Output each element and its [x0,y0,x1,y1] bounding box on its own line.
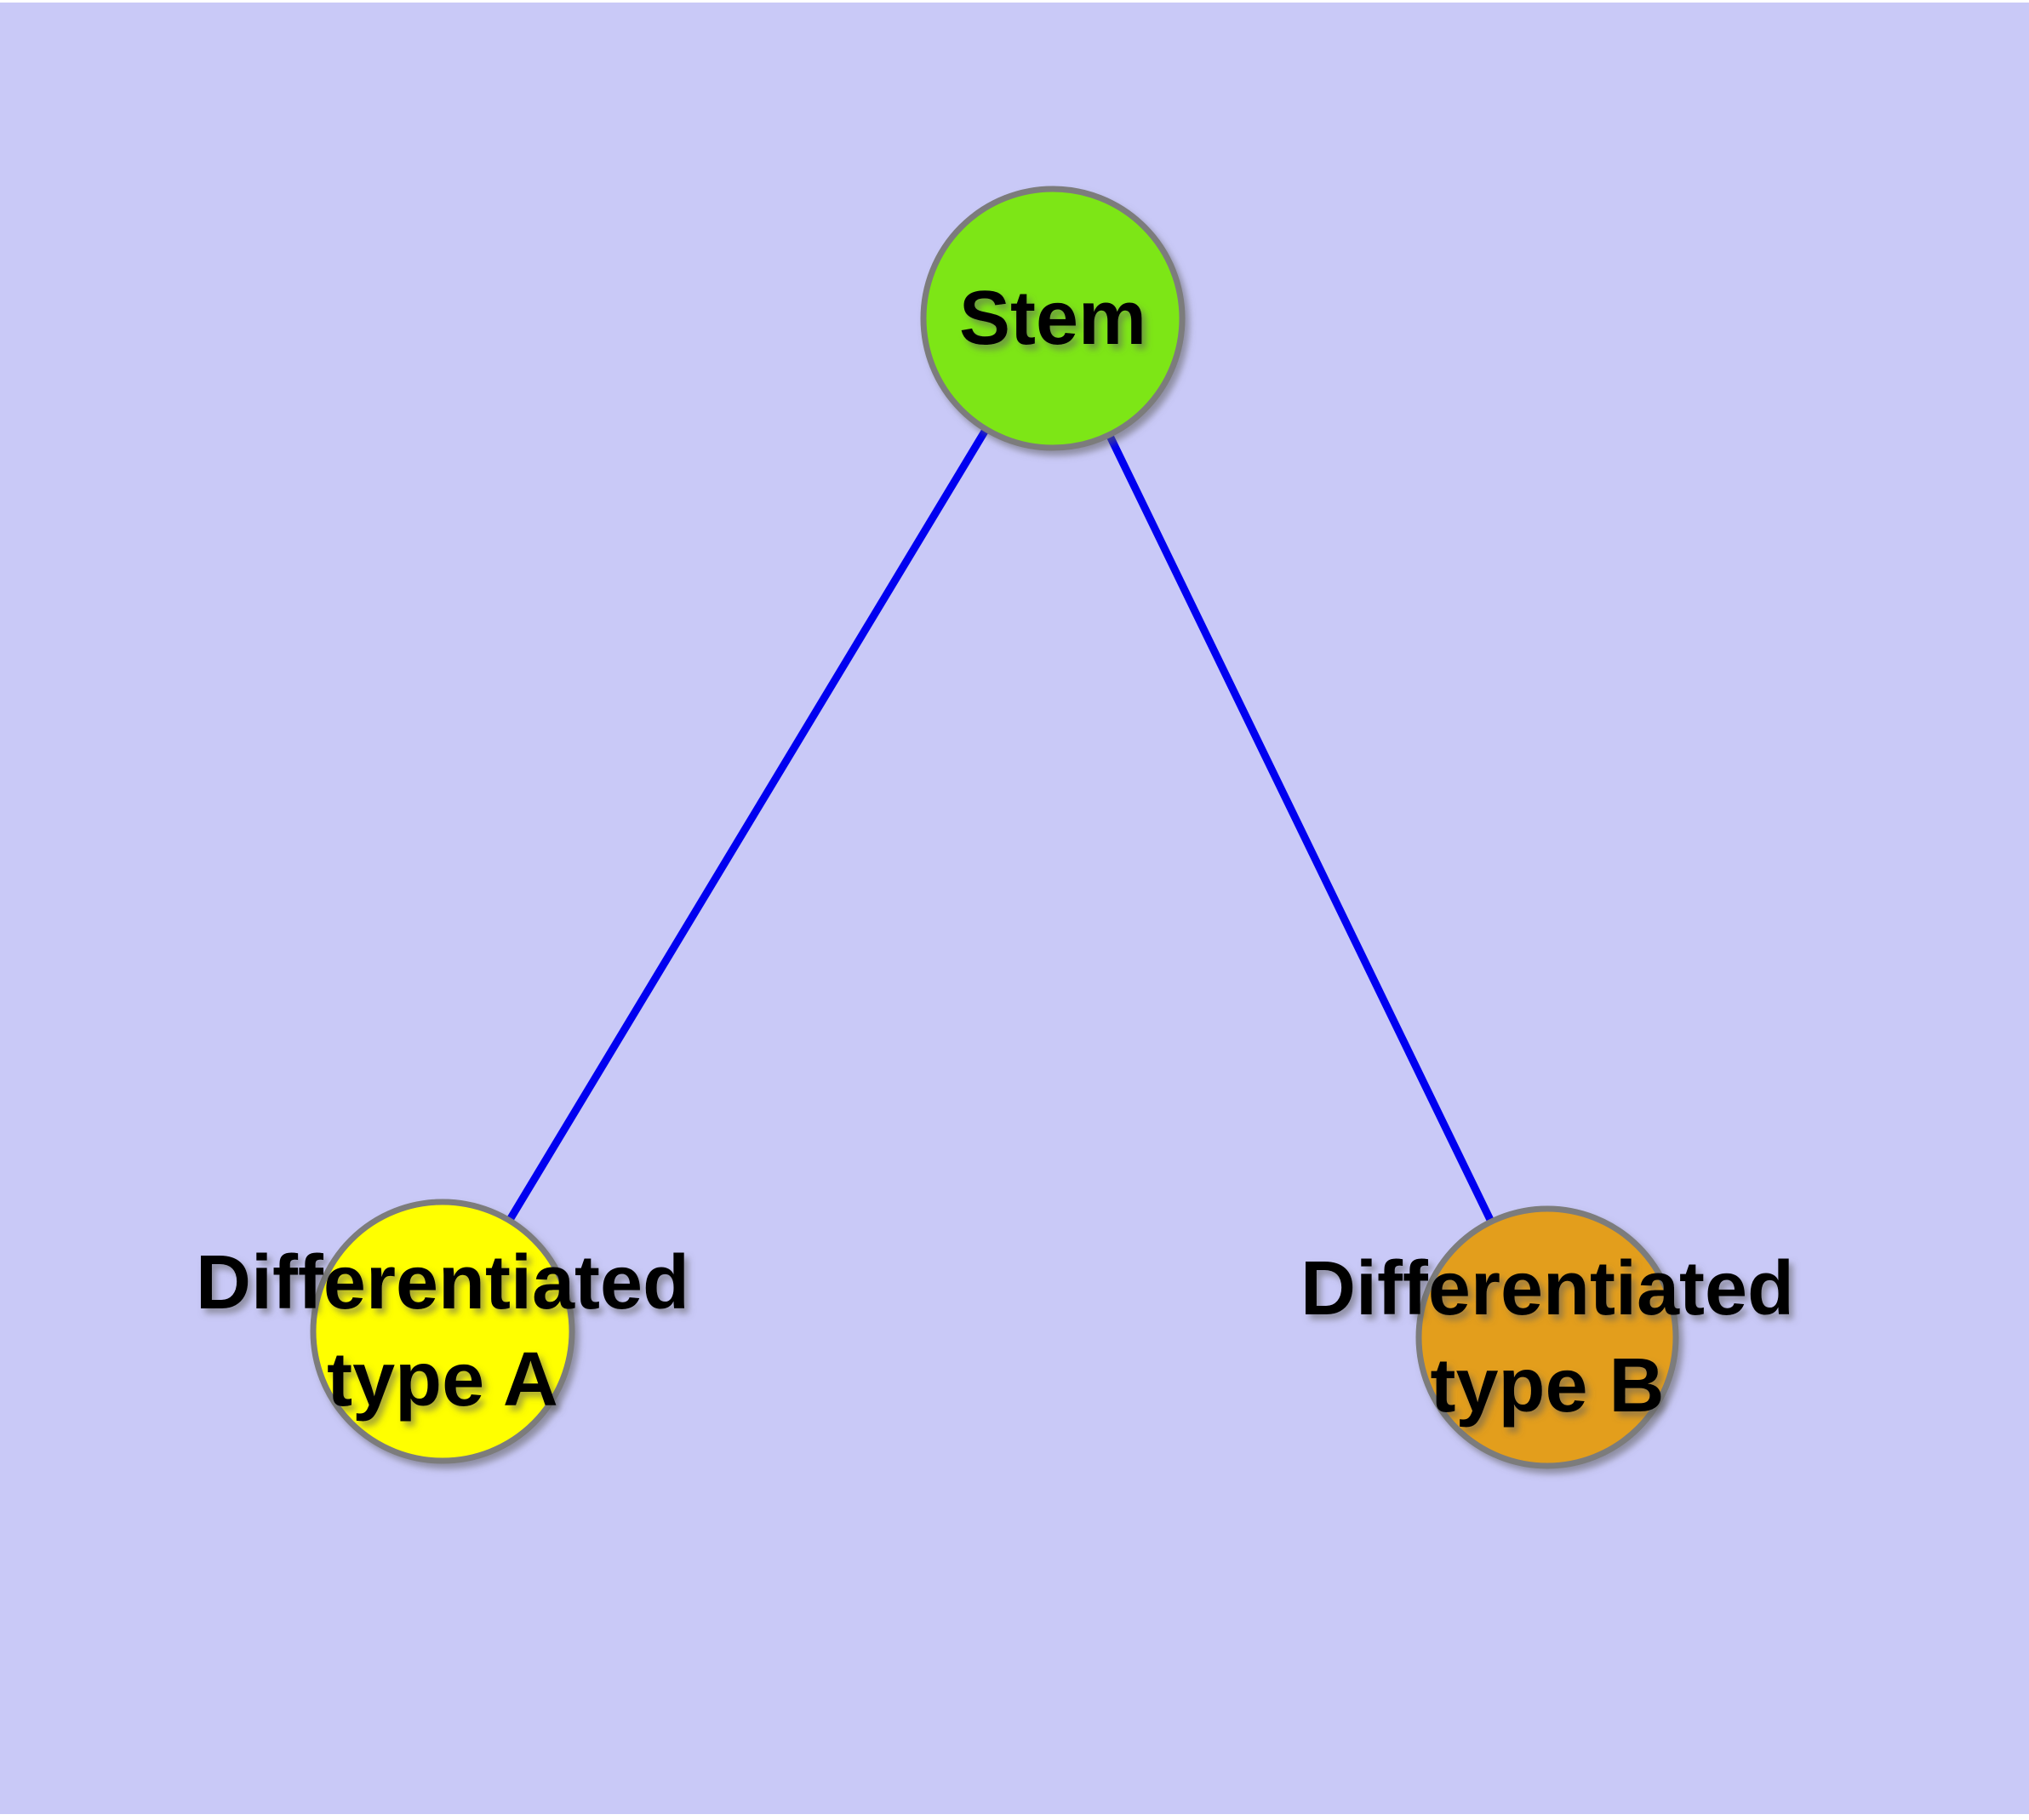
node-label-diff-a-line1: Differentiated [196,1240,689,1325]
node-label-diff-b-line1: Differentiated [1300,1246,1794,1331]
edge-stem-to-diff-b [1049,317,1552,1339]
node-stem [920,186,1186,451]
node-label-stem-line1: Stem [959,276,1146,361]
edge-stem-to-diff-a [439,316,1056,1334]
node-label-diff-b-line2: type B [1430,1343,1664,1428]
node-layer [310,186,1679,1469]
node-label-diff-a-line2: type A [327,1337,558,1422]
node-diff-a [310,1199,575,1464]
edge-layer [439,316,1552,1339]
node-diff-b [1415,1205,1679,1469]
